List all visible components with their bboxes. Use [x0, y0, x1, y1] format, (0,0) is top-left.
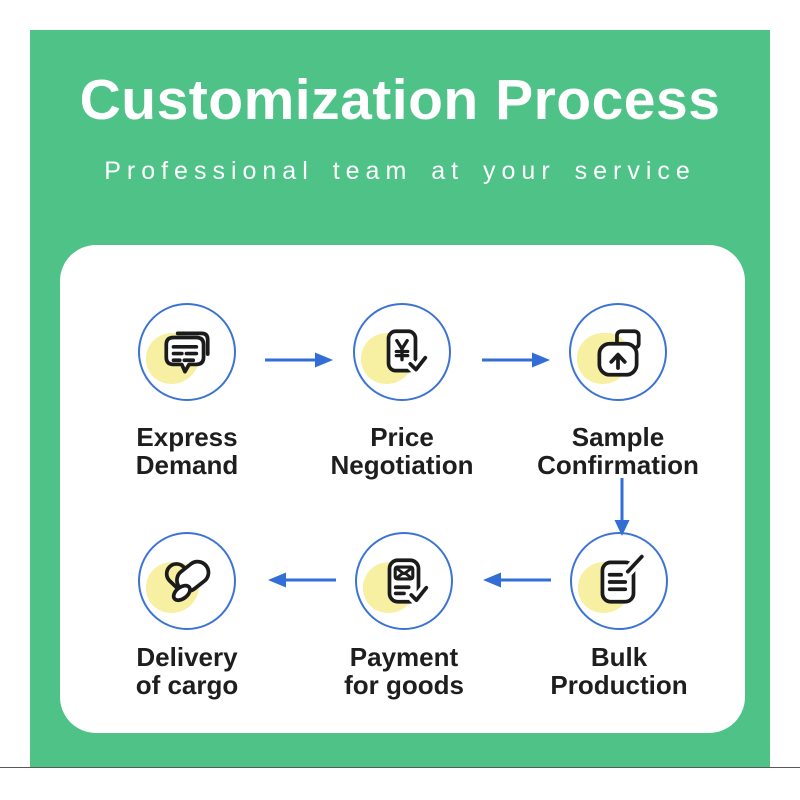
step-label-line1: Sample	[571, 422, 665, 452]
step-sample-confirmation: Sample Confirmation	[533, 303, 703, 479]
step-label-line1: Express	[136, 422, 238, 452]
step-label-line1: Price	[370, 422, 434, 452]
step-label: Delivery of cargo	[136, 643, 239, 699]
arrow-left-icon	[483, 572, 551, 588]
upload-box-icon	[597, 329, 641, 377]
step-circle	[570, 532, 668, 630]
step-label-line1: Payment	[349, 642, 459, 672]
step-label: Bulk Production	[550, 643, 687, 699]
step-circle	[355, 532, 453, 630]
packages-icon	[164, 559, 211, 603]
arrow-right-icon	[265, 352, 333, 368]
step-label-line2: Demand	[135, 450, 239, 480]
step-delivery-of-cargo: Delivery of cargo	[102, 532, 272, 699]
step-label-line1: Delivery	[136, 642, 238, 672]
step-label-line1: Bulk	[590, 642, 648, 672]
step-label-line2: for goods	[344, 670, 464, 700]
step-express-demand: Express Demand	[102, 303, 272, 479]
step-label: Price Negotiation	[331, 423, 474, 479]
step-circle	[569, 303, 667, 401]
document-edit-icon	[600, 552, 647, 604]
step-label-line2: Confirmation	[537, 450, 699, 480]
step-bulk-production: Bulk Production	[534, 532, 704, 699]
step-circle	[138, 303, 236, 401]
step-label: Payment for goods	[344, 643, 464, 699]
step-label-line2: of cargo	[135, 670, 239, 700]
step-circle	[138, 532, 236, 630]
invoice-check-icon	[387, 558, 432, 606]
arrow-down-icon	[614, 478, 630, 536]
yuan-invoice-check-icon	[386, 329, 431, 375]
arrow-right-icon	[482, 352, 550, 368]
step-payment-for-goods: Payment for goods	[319, 532, 489, 699]
step-label: Sample Confirmation	[537, 423, 699, 479]
process-card: Express Demand Price Negotiation	[60, 245, 745, 733]
arrow-left-icon	[268, 572, 336, 588]
step-circle	[353, 303, 451, 401]
step-label-line2: Production	[550, 670, 688, 700]
page-subtitle: Professional team at your service	[104, 157, 696, 185]
page-title: Customization Process	[79, 68, 721, 132]
chat-bubble-icon	[164, 331, 210, 374]
step-label: Express Demand	[136, 423, 239, 479]
green-panel: Customization Process Professional team …	[30, 30, 770, 767]
step-label-line2: Negotiation	[330, 450, 474, 480]
step-price-negotiation: Price Negotiation	[317, 303, 487, 479]
bottom-divider-line	[0, 767, 800, 768]
